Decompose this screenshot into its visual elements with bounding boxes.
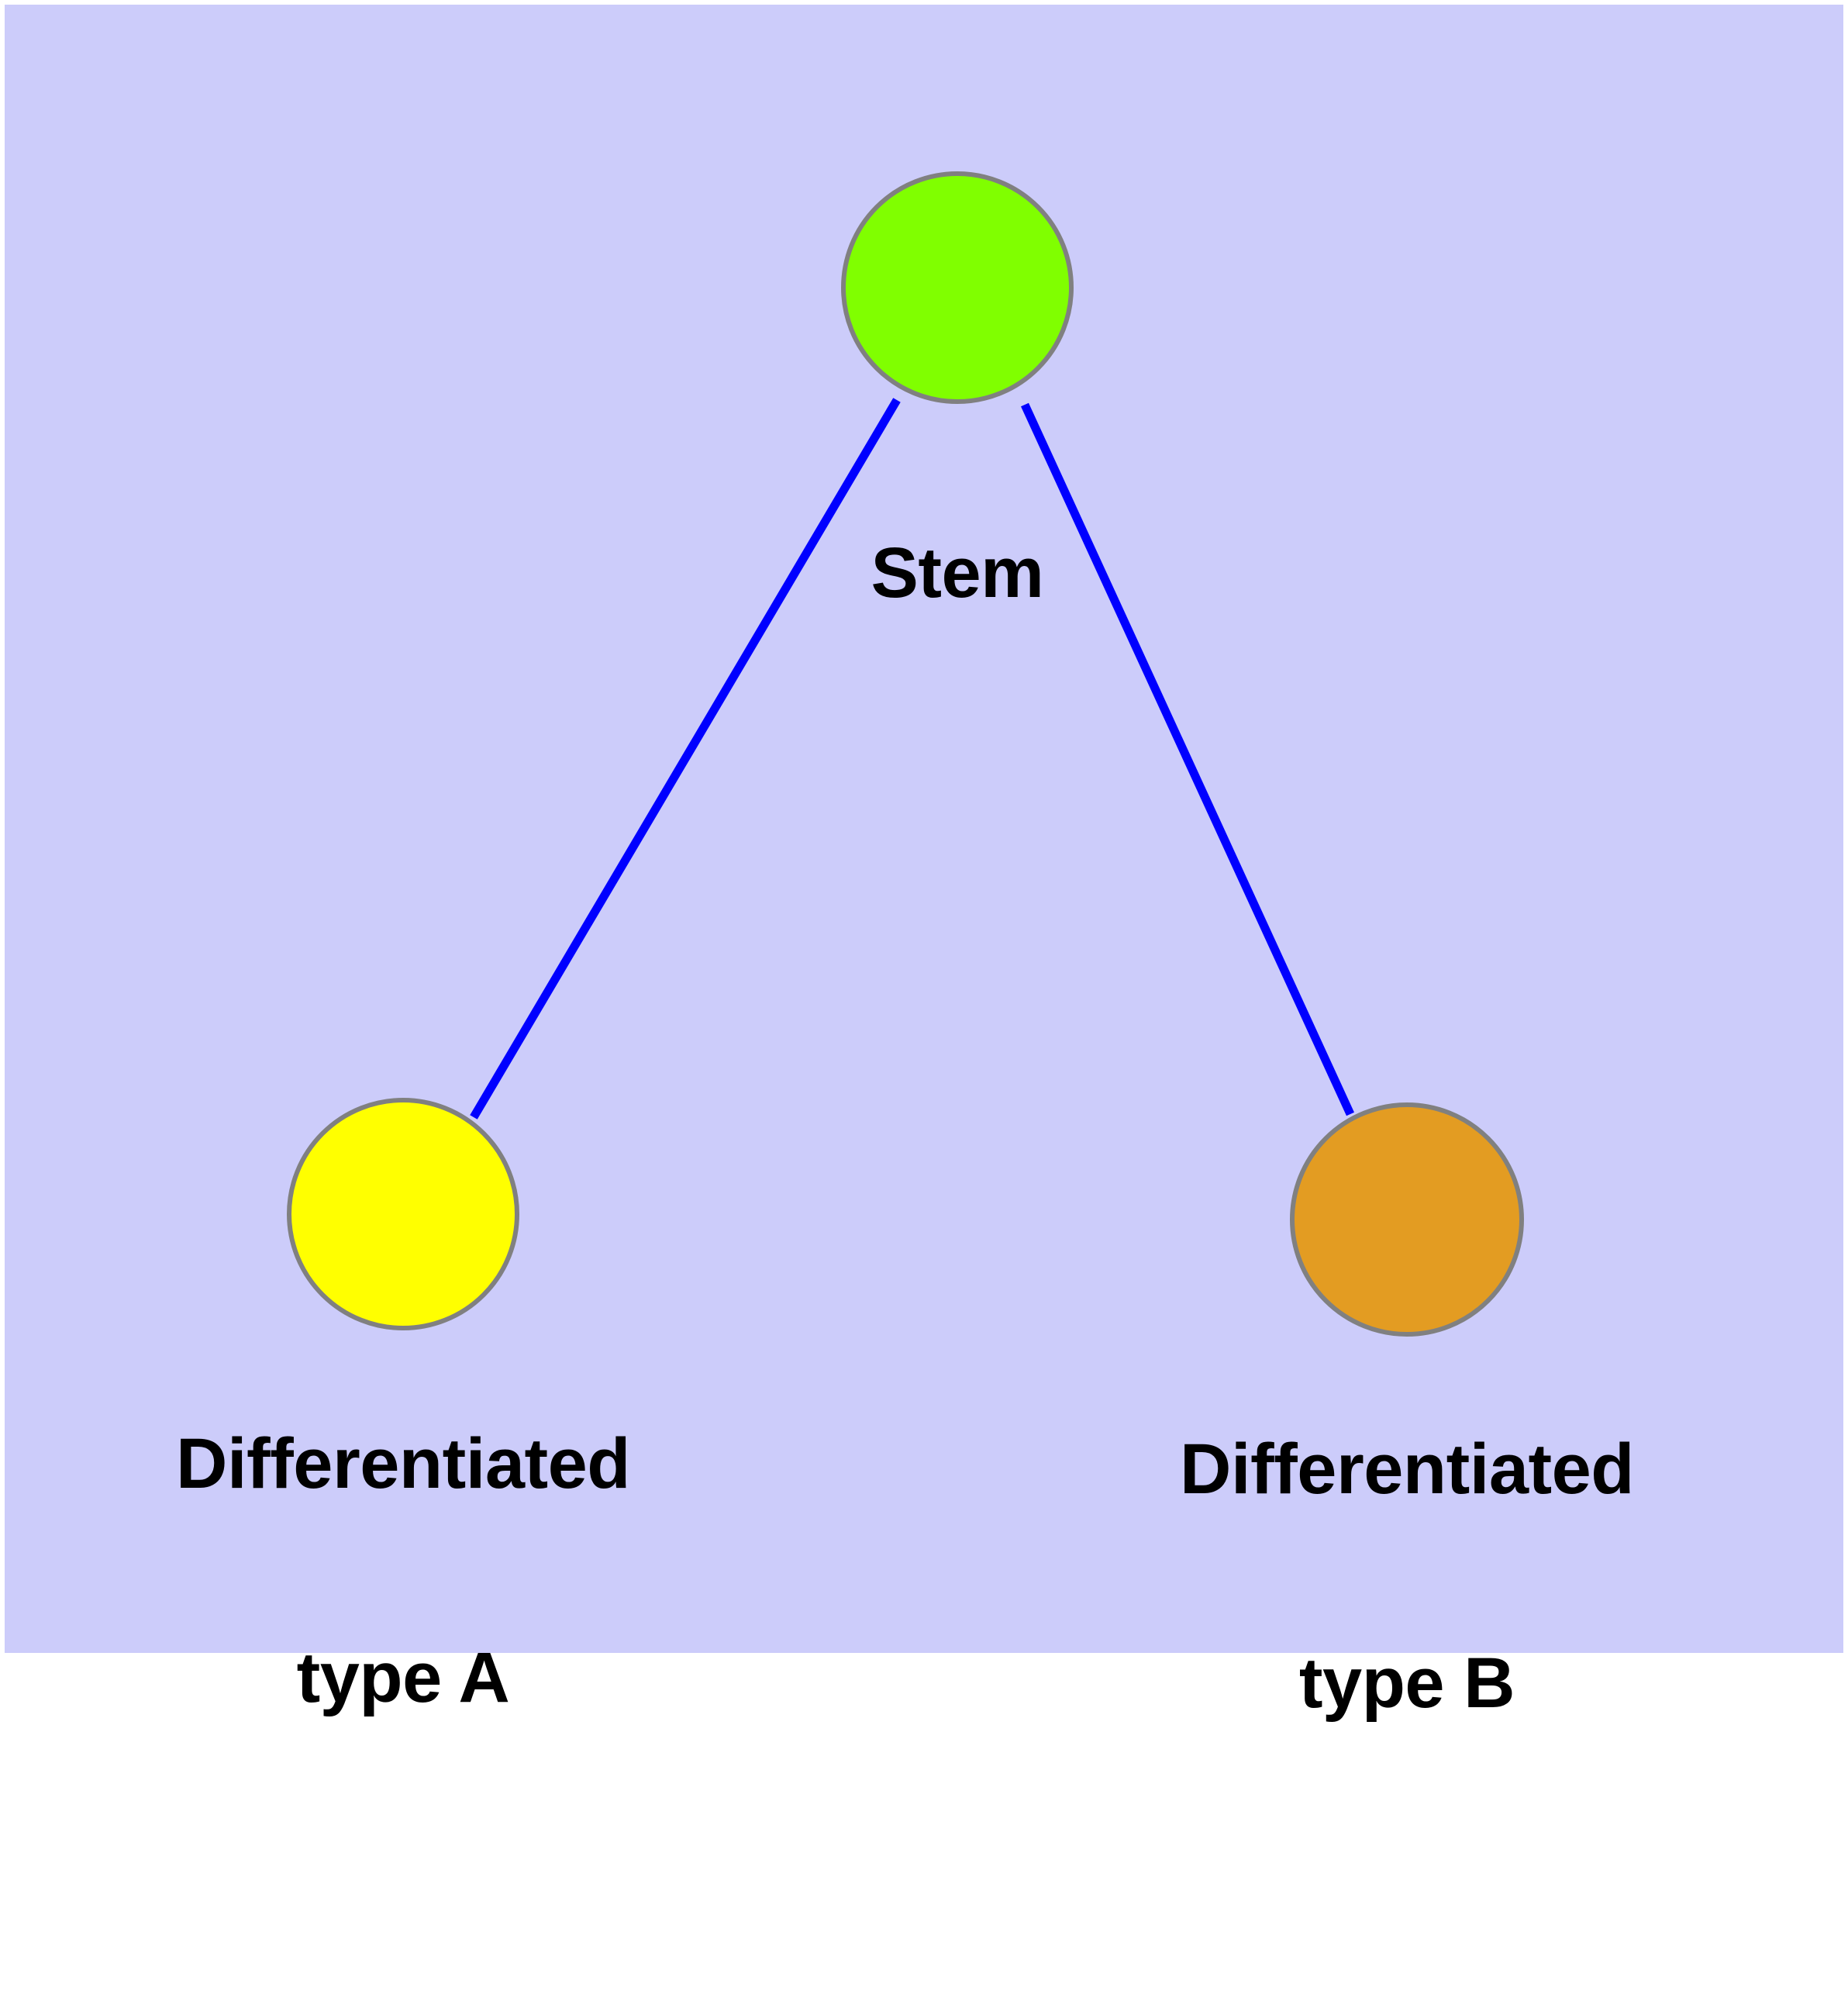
node-differentiated-type-b[interactable] [1290, 1102, 1524, 1337]
node-differentiated-type-a-label-line-2: type A [296, 1638, 510, 1717]
node-stem-label-line-1: Stem [871, 533, 1044, 612]
node-layer: Stem Differentiated type A Differentiate… [176, 171, 1634, 1719]
node-stem[interactable] [841, 171, 1074, 404]
diagram-canvas: Stem Differentiated type A Differentiate… [5, 5, 1843, 1719]
node-differentiated-type-b-label-line-2: type B [1298, 1644, 1515, 1723]
edge-layer [470, 398, 1354, 1120]
node-differentiated-type-a[interactable] [287, 1098, 519, 1330]
edge-stem-to-differentiated-type-b[interactable] [1021, 402, 1354, 1116]
edge-stem-to-differentiated-type-a[interactable] [470, 398, 901, 1120]
node-differentiated-type-a-label-line-1: Differentiated [176, 1424, 630, 1503]
node-differentiated-type-b-label-line-1: Differentiated [1180, 1430, 1634, 1509]
